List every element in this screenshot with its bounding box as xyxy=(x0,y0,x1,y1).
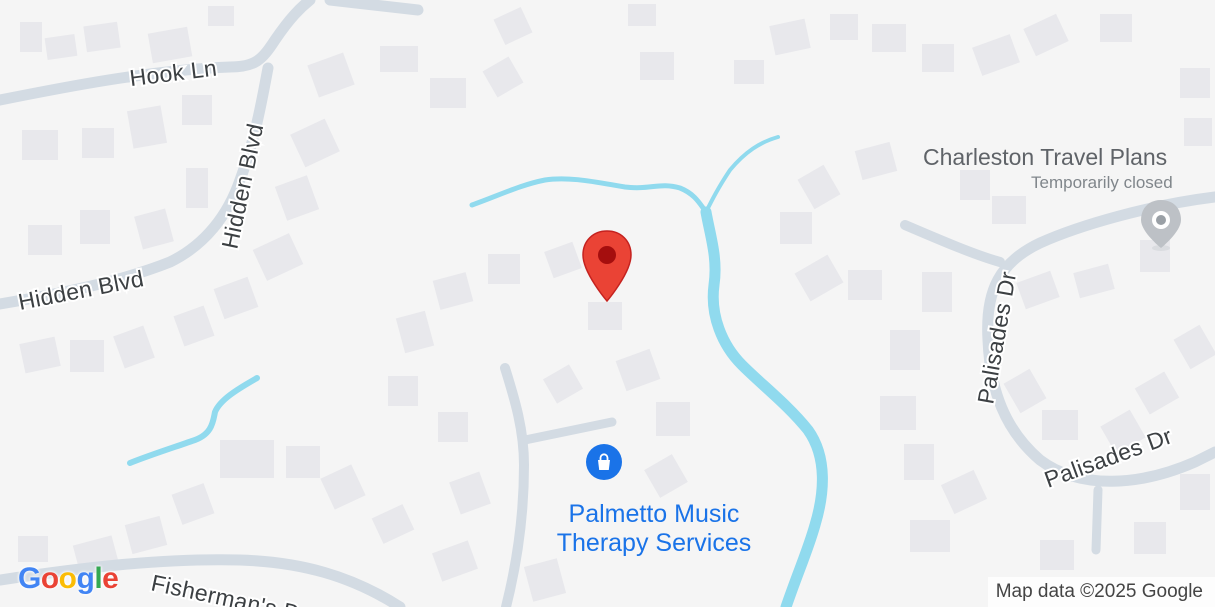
google-logo-letter-g: G xyxy=(18,562,41,595)
poi-label-charleston-travel-plans[interactable]: Charleston Travel Plans xyxy=(923,144,1168,170)
map-attribution[interactable]: Map data ©2025 Google xyxy=(987,577,1215,607)
google-logo-letter-l: l xyxy=(94,562,103,595)
location-pin-gray-icon[interactable] xyxy=(1137,198,1185,254)
shopping-bag-icon[interactable] xyxy=(583,442,625,486)
road-label-fishermans-bend: Fisherman's Bend xyxy=(149,569,340,607)
google-logo-letter-e: e xyxy=(102,562,119,595)
poi-label-line1: Palmetto Music xyxy=(568,500,740,528)
waterways xyxy=(127,135,828,607)
poi-label-line2: Therapy Services xyxy=(556,529,752,557)
google-logo[interactable]: Google xyxy=(18,562,119,596)
google-logo-letter-o2: o xyxy=(58,562,77,595)
road-label-hidden-blvd-vertical: Hidden Blvd xyxy=(216,121,268,251)
google-logo-letter-o1: o xyxy=(40,562,59,595)
road-label-hidden-blvd: Hidden Blvd xyxy=(16,265,146,315)
red-location-pin-icon[interactable] xyxy=(579,228,635,304)
poi-label-palmetto-music[interactable]: Palmetto Music Therapy Services xyxy=(536,500,772,558)
google-logo-letter-g2: g xyxy=(76,562,95,595)
poi-status-temporarily-closed: Temporarily closed xyxy=(1031,173,1173,192)
road-label-hook-ln: Hook Ln xyxy=(128,55,218,92)
